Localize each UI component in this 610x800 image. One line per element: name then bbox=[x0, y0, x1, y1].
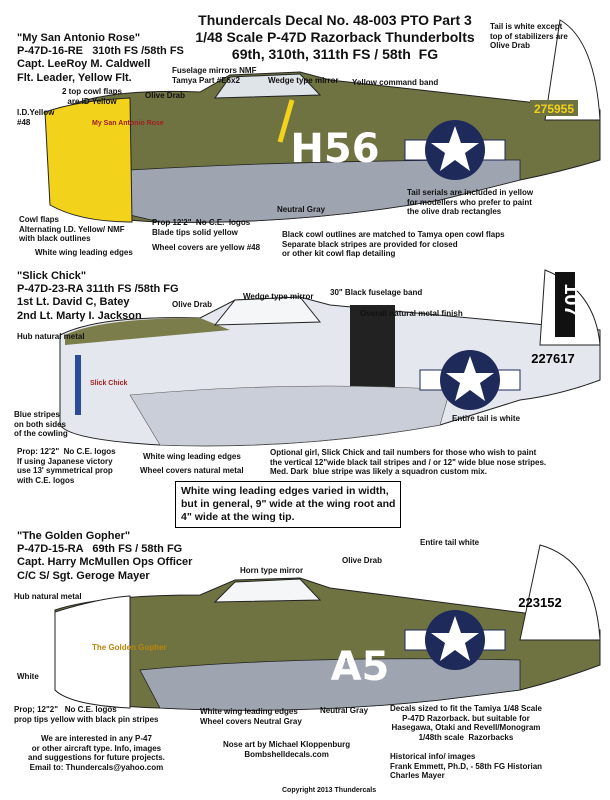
note: Entire tail is white bbox=[452, 414, 521, 423]
note: Hub natural metal bbox=[14, 592, 82, 601]
note: Tail serials are included in yellow for … bbox=[407, 188, 534, 217]
tail-serial-1: 275955 bbox=[534, 102, 574, 116]
note: 2 top cowl flaps are ID Yellow bbox=[62, 87, 123, 106]
title-line: 69th, 310th, 311th FS / 58th FG bbox=[231, 45, 439, 62]
note: Optional girl, Slick Chick and tail numb… bbox=[270, 448, 547, 477]
info-line: C/C S/ Sgt. Geroge Mayer bbox=[17, 569, 150, 582]
nose-art-credit: Nose art by Michael Kloppenburg Bombshel… bbox=[223, 740, 351, 759]
info-line: P-47D-23-RA 311th FS /58th FG bbox=[17, 283, 179, 296]
aircraft-2-profile: 107 227617 Slick Chick bbox=[59, 269, 601, 447]
info-line: Capt. LeeRoy M. Caldwell bbox=[17, 58, 151, 71]
aircraft-code-1: H56 bbox=[290, 126, 379, 172]
roundel-2 bbox=[419, 350, 521, 410]
note: Overall natural metal finish bbox=[360, 309, 463, 318]
note: Yellow command band bbox=[352, 78, 439, 87]
note: Neutral Gray bbox=[320, 706, 369, 715]
note: Prop; 12"2" No C.E. logos prop tips yell… bbox=[14, 705, 159, 724]
info-line: Flt. Leader, Yellow Flt. bbox=[17, 71, 132, 84]
note: Black cowl outlines are matched to Tamya… bbox=[282, 230, 505, 259]
note: 30" Black fuselage band bbox=[330, 288, 423, 297]
contact-note: We are interested in any P-47 or other a… bbox=[28, 734, 165, 772]
tail-serial-2: 227617 bbox=[531, 351, 574, 366]
note: Hub natural metal bbox=[17, 332, 85, 341]
info-line: P-47D-16-RE 310th FS /58th FS bbox=[17, 45, 184, 58]
note: Blue stripes on both sides of the cowlin… bbox=[14, 410, 68, 439]
note: Wheel covers are yellow #48 bbox=[152, 243, 261, 252]
info-line: Capt. Harry McMullen Ops Officer bbox=[17, 556, 193, 569]
note: Tail is white except top of stabilizers … bbox=[490, 22, 568, 51]
note: Olive Drab bbox=[172, 300, 213, 309]
note: White wing leading edges bbox=[143, 452, 241, 461]
note: Olive Drab bbox=[145, 91, 186, 100]
aircraft-name: "The Golden Gopher" bbox=[17, 530, 131, 542]
tail-code-2: 107 bbox=[560, 283, 582, 316]
decal-fit-note: Decals sized to fit the Tamiya 1/48 Scal… bbox=[390, 704, 542, 742]
tail-serial-3: 223152 bbox=[518, 595, 561, 610]
note: Wedge type mirror bbox=[243, 292, 314, 301]
roundel-3 bbox=[404, 610, 506, 670]
aircraft-1-info: "My San Antonio Rose"P-47D-16-RE 310th F… bbox=[17, 32, 184, 85]
aircraft-3-info: "The Golden Gopher"P-47D-15-RA 69th FS /… bbox=[17, 530, 192, 583]
wing-edge-note: White wing leading edges varied in width… bbox=[181, 485, 396, 524]
note: Wheel covers natural metal bbox=[140, 466, 244, 475]
note: Fuselage mirrors NMF Tamya Part #E6x2 bbox=[172, 66, 257, 85]
nose-art-1: My San Antonio Rose bbox=[92, 120, 164, 127]
note: Neutral Gray bbox=[277, 205, 326, 214]
note: Prop: 12'2" No C.E. logos If using Japan… bbox=[17, 447, 116, 485]
note: White bbox=[17, 672, 39, 681]
aircraft-1-profile: 275955 H56 bbox=[44, 19, 601, 223]
wing-edge-note-box: White wing leading edges varied in width… bbox=[175, 481, 402, 529]
aircraft-3-profile: 223152 A5 The Golden Gopher bbox=[54, 544, 601, 711]
title-line: Thundercals Decal No. 48-003 PTO Part 3 bbox=[198, 12, 472, 28]
note: Wedge type mirror bbox=[268, 76, 339, 85]
nose-art-3: The Golden Gopher bbox=[92, 643, 167, 652]
aircraft-code-3: A5 bbox=[331, 644, 390, 690]
title-line: 1/48 Scale P-47D Razorback Thunderbolts bbox=[195, 28, 475, 45]
note: Horn type mirror bbox=[240, 566, 304, 575]
nose-art-2: Slick Chick bbox=[90, 380, 127, 387]
note: Cowl flaps Alternating I.D. Yellow/ NMF … bbox=[19, 215, 125, 244]
note: I.D.Yellow #48 bbox=[17, 108, 55, 127]
aircraft-name: "Slick Chick" bbox=[17, 270, 87, 282]
note: White wing leading edges bbox=[35, 248, 133, 257]
aircraft-2-info: "Slick Chick"P-47D-23-RA 311th FS /58th … bbox=[17, 270, 179, 323]
note: Entire tail white bbox=[420, 538, 480, 547]
note: White wing leading edges Wheel covers Ne… bbox=[200, 707, 302, 726]
note: Prop 12'2" No C.E. logos Blade tips soli… bbox=[152, 218, 251, 237]
info-line: P-47D-15-RA 69th FS / 58th FG bbox=[17, 543, 183, 556]
roundel-1 bbox=[404, 120, 506, 180]
copyright: Copyright 2013 Thundercals bbox=[282, 787, 377, 794]
historical-credit: Historical info/ images Frank Emmett, Ph… bbox=[390, 752, 543, 781]
note: Olive Drab bbox=[342, 556, 383, 565]
info-line: 2nd Lt. Marty I. Jackson bbox=[17, 309, 142, 322]
info-line: 1st Lt. David C, Batey bbox=[17, 296, 130, 309]
aircraft-name: "My San Antonio Rose" bbox=[17, 32, 141, 44]
